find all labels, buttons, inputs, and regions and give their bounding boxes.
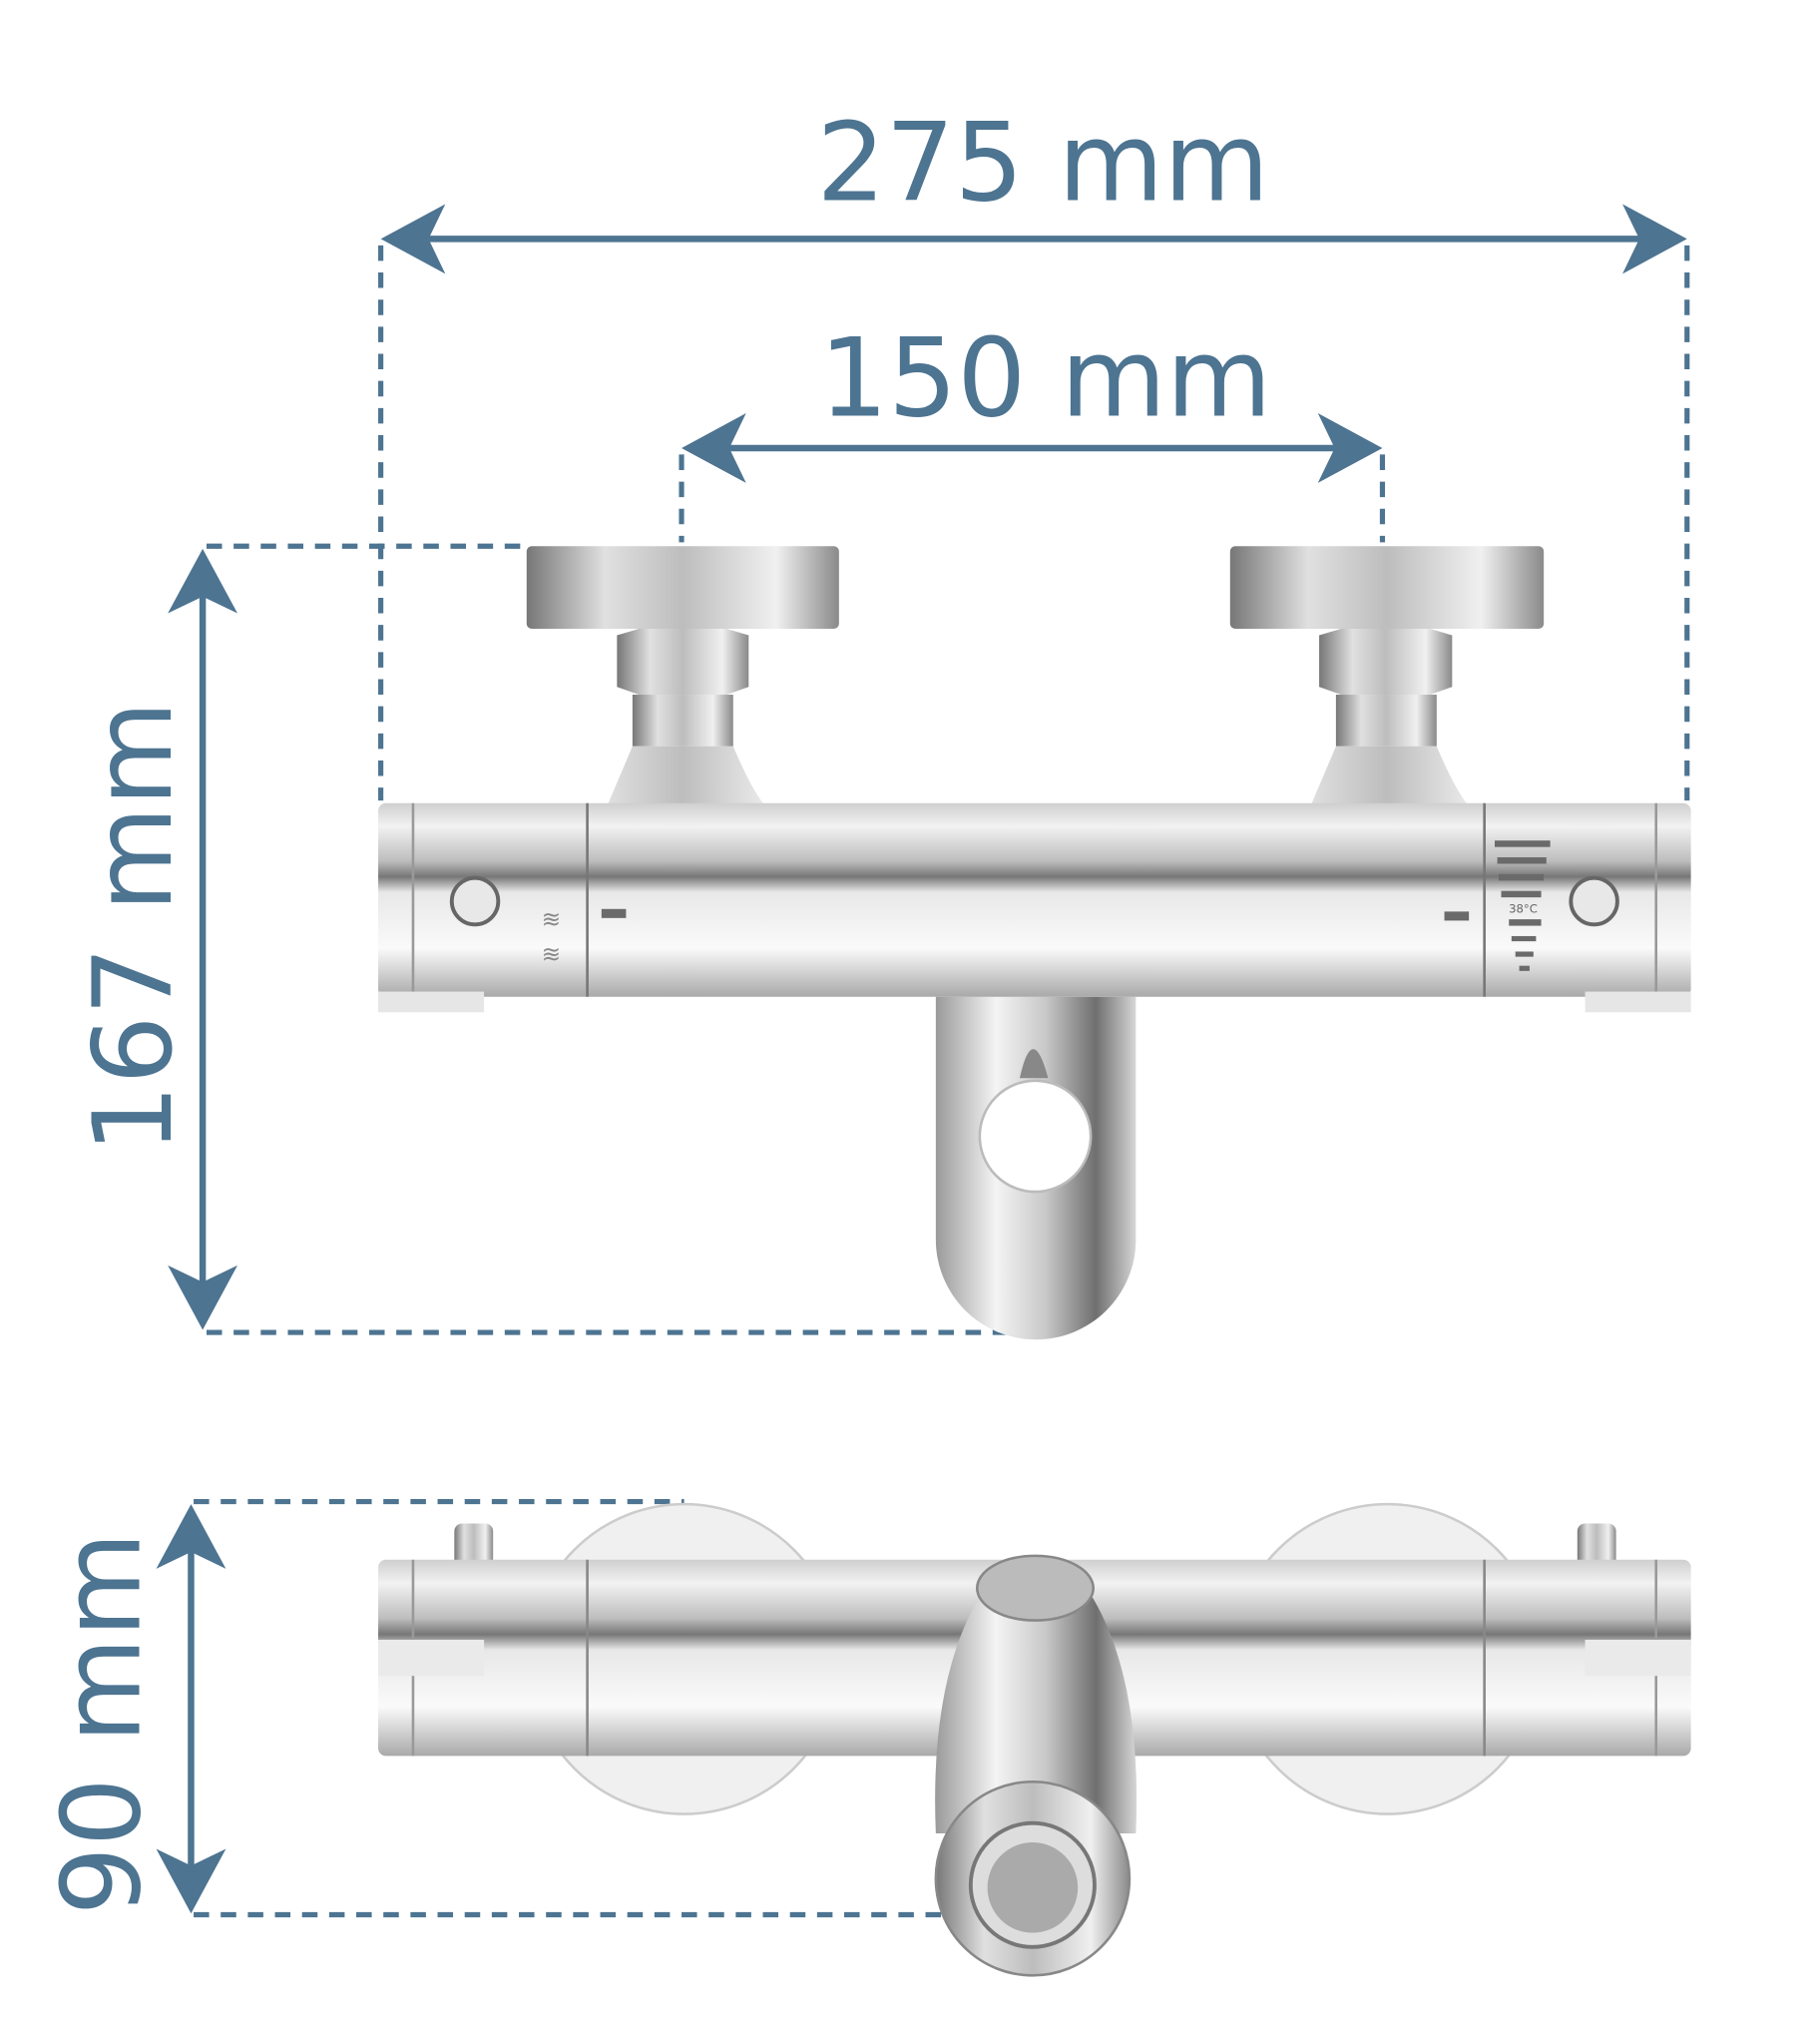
right-inlet (1229, 546, 1545, 837)
dimension-height-167: 167 mm (70, 543, 1033, 1335)
right-button (1569, 875, 1619, 927)
svg-text:≋: ≋ (542, 941, 562, 968)
depth-label: 90 mm (39, 1532, 166, 1915)
dimension-depth-90: 90 mm (39, 1498, 1046, 1918)
height-label: 167 mm (70, 701, 197, 1154)
temperature-scale: 38°C (1495, 840, 1551, 971)
inlet-spacing-label: 150 mm (819, 315, 1272, 442)
temperature-label: 38°C (1509, 902, 1538, 916)
left-button (449, 875, 501, 927)
faucet-top-view (378, 1502, 1691, 1977)
width-label: 275 mm (816, 100, 1269, 227)
faucet-front-view: ≋ ≋ 38°C (378, 546, 1691, 1340)
left-inlet (526, 546, 839, 837)
dimension-inlet-150: 150 mm (679, 315, 1386, 543)
dimension-width-275: 275 mm (378, 100, 1690, 801)
svg-text:≋: ≋ (542, 906, 562, 933)
